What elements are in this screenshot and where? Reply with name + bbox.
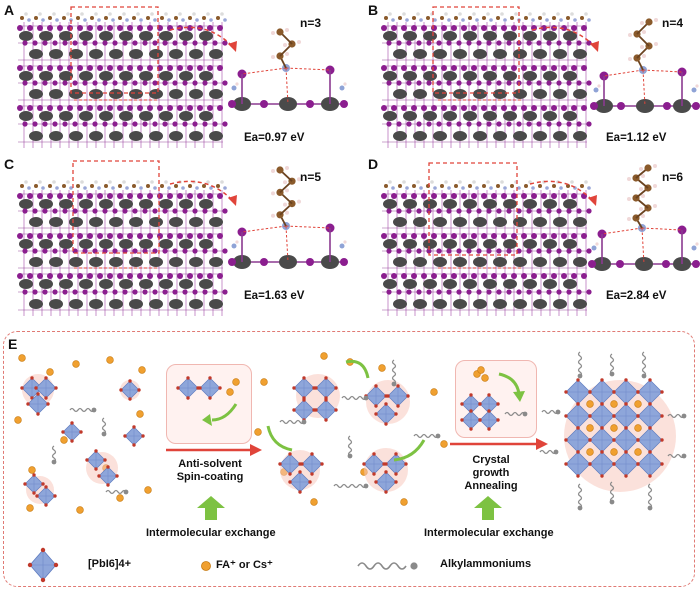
panel-c-letter: C [4, 156, 15, 172]
panel-d-ea-label: Ea=2.84 eV [606, 290, 667, 302]
panel-d-n-label: n=6 [662, 170, 684, 184]
panel-b-letter: B [368, 2, 379, 18]
exchange-label-1: Intermolecular exchange [146, 527, 276, 539]
stage2-intermediate [254, 352, 448, 506]
panel-a-n-label: n=3 [300, 16, 322, 30]
panel-b-zoom-structure [590, 18, 700, 113]
panel-b-n-label: n=4 [662, 16, 684, 30]
green-up-arrow-1 [197, 496, 225, 520]
panel-d-arrow [529, 180, 597, 206]
panel-a-zoom-box [70, 6, 159, 94]
step2-line3: Annealing [464, 480, 518, 492]
legend-octahedron-icon [27, 547, 59, 583]
panel-a-slab [17, 12, 228, 148]
panel-b-ea-label: Ea=1.12 eV [606, 132, 667, 144]
legend-cation-label: FA⁺ or Cs⁺ [216, 559, 273, 571]
panel-c-n-label: n=5 [300, 170, 322, 184]
panel-b-slab [381, 12, 592, 148]
stage1-precursors [14, 354, 152, 514]
panel-c-zoom-box [72, 160, 160, 254]
legend-octahedron-text: [PbI6]4+ [88, 558, 132, 570]
legend-octahedron-label: [PbI6]4+ [88, 558, 131, 570]
step2-line2: growth [472, 467, 510, 479]
panel-b-arrow [531, 26, 599, 52]
panel-a-arrow [169, 26, 237, 52]
step2-label: Crystal growth Annealing [446, 454, 536, 493]
panel-d-zoom-box [428, 162, 518, 256]
panel-c-slab [17, 180, 228, 316]
process-arrow-1 [166, 444, 262, 456]
green-up-arrow-2 [474, 496, 502, 520]
inset-1-structure [176, 376, 240, 426]
panel-d-letter: D [368, 156, 379, 172]
inset-2-structure [460, 366, 528, 431]
panel-c-ea-label: Ea=1.63 eV [244, 290, 305, 302]
panel-c-zoom-structure [228, 166, 348, 269]
stage3-crystal [539, 351, 687, 511]
legend-cation-icon [201, 561, 211, 571]
panel-a-letter: A [4, 2, 15, 18]
step1-line2: Spin-coating [176, 471, 244, 483]
panel-d-slab [381, 180, 592, 316]
step2-line1: Crystal [472, 454, 510, 466]
process-arrow-2 [450, 438, 548, 450]
panel-a-zoom-structure [228, 28, 348, 111]
legend-alkyl-label: Alkylammoniums [440, 558, 532, 570]
step1-line1: Anti-solvent [178, 458, 242, 470]
exchange-label-2: Intermolecular exchange [424, 527, 554, 539]
panel-e-letter: E [8, 336, 18, 352]
panel-b-zoom-box [432, 6, 520, 94]
panel-c-arrow [169, 180, 237, 206]
panel-a-ea-label: Ea=0.97 eV [244, 132, 305, 144]
legend-alkyl-icon [357, 562, 418, 570]
panel-d-zoom-structure [588, 164, 700, 271]
step1-label: Anti-solvent Spin-coating [160, 458, 260, 484]
